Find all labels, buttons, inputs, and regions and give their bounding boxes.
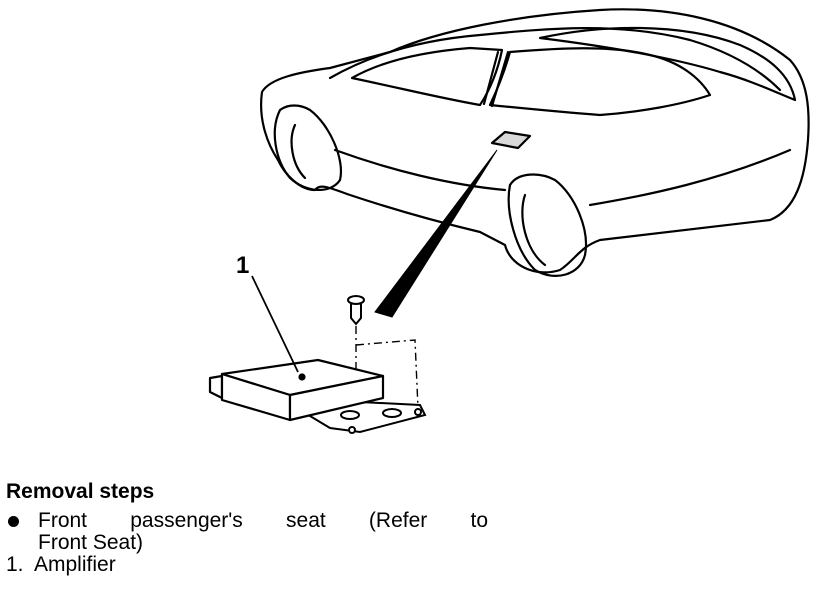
car-front-window (350, 46, 504, 107)
car-rear-window (488, 47, 712, 117)
amplifier-location-diagram (208, 8, 810, 434)
step-item: 1. Amplifier (6, 554, 488, 576)
car-roof-line (328, 27, 782, 92)
amplifier-location-marker (490, 130, 532, 150)
bracket-guide (355, 339, 419, 409)
step-number: 1. (6, 553, 24, 576)
amplifier-unit (208, 358, 385, 422)
step-text-line1: Front passenger's seat (Refer to (38, 509, 488, 532)
callout-number-1: 1 (236, 252, 250, 279)
car-body-outline (260, 8, 810, 274)
step-item: Front passenger's seat (Refer to Front S… (6, 510, 488, 554)
car-front-wheel (273, 104, 343, 191)
callout-leader (251, 275, 299, 373)
mounting-bolt (347, 295, 365, 326)
removal-steps: Removal steps Front passenger's seat (Re… (6, 480, 488, 576)
step-text-line1: Amplifier (34, 553, 116, 576)
removal-steps-title: Removal steps (6, 480, 155, 503)
location-pointer (374, 149, 498, 318)
car-quarter-window (538, 26, 797, 102)
step-text-line2: Front Seat) (38, 531, 144, 554)
bullet-icon (6, 510, 30, 532)
car-rear-wheel (507, 173, 588, 277)
